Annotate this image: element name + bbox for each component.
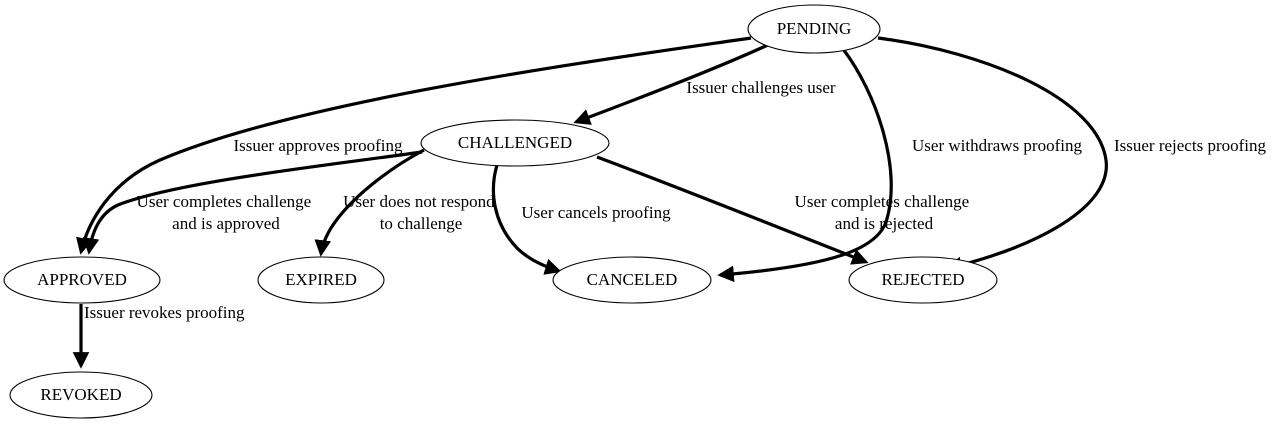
node-label-revoked: REVOKED <box>40 385 121 404</box>
node-shape-approved[interactable] <box>3 256 161 304</box>
node-shape-pending[interactable] <box>747 4 881 54</box>
node-pending[interactable]: PENDING <box>747 4 881 54</box>
nodes-layer: PENDING CHALLENGED APPROVED EXPIRED CANC… <box>3 4 998 419</box>
node-shape-expired[interactable] <box>257 256 385 304</box>
edge-path-pending-canceled <box>717 48 893 283</box>
node-label-pending: PENDING <box>777 19 852 38</box>
edge-path-challenged-expired <box>314 148 425 257</box>
node-shape-canceled[interactable] <box>552 256 712 304</box>
node-shape-revoked[interactable] <box>9 371 153 419</box>
edge-path-challenged-rejected <box>596 155 869 265</box>
edge-label-user-cancels-proofing: User cancels proofing <box>521 203 671 222</box>
edge-path-pending-challenged <box>573 42 771 125</box>
edge-label-issuer-challenges-user: Issuer challenges user <box>686 78 836 97</box>
edges-layer: Issuer challenges user Issuer approves p… <box>72 36 1267 369</box>
node-expired[interactable]: EXPIRED <box>257 256 385 304</box>
node-canceled[interactable]: CANCELED <box>552 256 712 304</box>
node-approved[interactable]: APPROVED <box>3 256 161 304</box>
edge-path-challenged-canceled <box>491 164 562 275</box>
edge-pending-to-rejected: Issuer rejects proofing <box>877 36 1267 274</box>
edge-pending-to-challenged: Issuer challenges user <box>573 42 836 125</box>
node-challenged[interactable]: CHALLENGED <box>420 119 610 167</box>
edge-label-user-withdraws-proofing: User withdraws proofing <box>912 136 1082 155</box>
node-shape-rejected[interactable] <box>848 256 998 304</box>
node-label-rejected: REJECTED <box>881 270 964 289</box>
node-label-canceled: CANCELED <box>587 270 678 289</box>
edge-challenged-to-rejected: User completes challenge and is rejected <box>596 155 974 265</box>
edge-label-issuer-rejects-proofing: Issuer rejects proofing <box>1114 136 1267 155</box>
edge-path-challenged-approved <box>82 150 423 255</box>
edge-approved-to-revoked: Issuer revokes proofing <box>72 303 245 369</box>
edge-challenged-to-approved: User completes challenge and is approved <box>82 150 423 255</box>
edge-path-pending-approved <box>76 36 752 255</box>
edge-challenged-to-expired: User does not respond to challenge <box>314 148 499 257</box>
node-label-expired: EXPIRED <box>285 270 357 289</box>
node-shape-challenged[interactable] <box>420 119 610 167</box>
node-label-challenged: CHALLENGED <box>458 133 572 152</box>
edge-label-issuer-approves-proofing: Issuer approves proofing <box>233 136 403 155</box>
edge-label-issuer-revokes-proofing: Issuer revokes proofing <box>84 303 245 322</box>
edge-pending-to-approved: Issuer approves proofing <box>76 36 752 255</box>
edge-path-pending-rejected <box>877 36 1108 274</box>
edge-label-user-completes-challenge-rejected: User completes challenge and is rejected <box>795 192 974 233</box>
edge-pending-to-canceled: User withdraws proofing <box>717 48 1082 283</box>
node-revoked[interactable]: REVOKED <box>9 371 153 419</box>
node-label-approved: APPROVED <box>37 270 127 289</box>
edge-challenged-to-canceled: User cancels proofing <box>491 164 671 275</box>
node-rejected[interactable]: REJECTED <box>848 256 998 304</box>
edge-label-user-completes-challenge-approved: User completes challenge and is approved <box>137 192 316 233</box>
edge-label-user-does-not-respond: User does not respond to challenge <box>343 192 499 233</box>
